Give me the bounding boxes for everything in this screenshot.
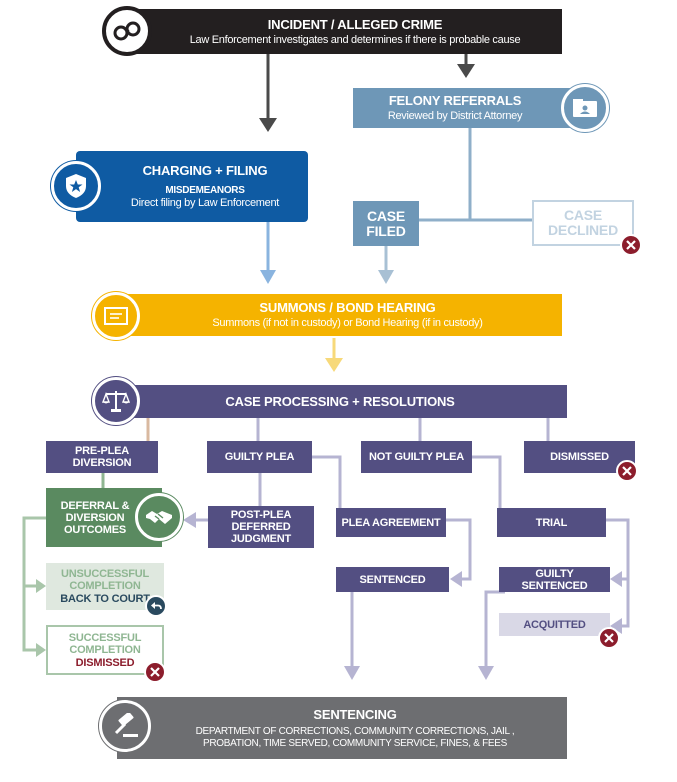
id-folder-icon xyxy=(561,84,609,132)
case-filed-box: CASE FILED xyxy=(353,201,419,246)
summons-title: SUMMONS / BOND HEARING xyxy=(259,300,436,315)
dismissed-label: DISMISSED xyxy=(550,451,609,463)
plea-agreement-box: PLEA AGREEMENT xyxy=(336,508,446,537)
case-declined-line1: CASE xyxy=(563,207,603,223)
sentenced-box: SENTENCED xyxy=(336,567,449,592)
line-deferral-to-unsuccessful xyxy=(22,516,46,652)
not-guilty-plea-box: NOT GUILTY PLEA xyxy=(361,441,472,473)
incident-title: INCIDENT / ALLEGED CRIME xyxy=(267,16,443,32)
successful-line3: DISMISSED xyxy=(75,656,135,669)
arrowhead-incident-to-charging xyxy=(259,118,277,132)
arrowhead-incident-to-felony xyxy=(457,64,475,78)
summons-subtitle: Summons (if not in custody) or Bond Hear… xyxy=(212,317,483,329)
line-guiltysentenced-to-sentencing xyxy=(484,590,505,668)
arrowhead-trial-to-guiltysentenced xyxy=(610,571,622,587)
arrowhead-trial-to-acquitted xyxy=(610,618,622,634)
line-trial-right xyxy=(606,518,630,628)
unsuccessful-line3: BACK TO COURT xyxy=(60,593,150,605)
charging-title: CHARGING + FILING xyxy=(142,163,268,178)
incident-box: INCIDENT / ALLEGED CRIME Law Enforcement… xyxy=(128,9,562,54)
deferral-line1: DEFERRAL & xyxy=(60,499,130,512)
handcuffs-icon xyxy=(102,6,152,56)
line-guilty-to-pleaagreement xyxy=(312,455,342,508)
declined-x-icon xyxy=(620,234,642,256)
dismissed-box: DISMISSED xyxy=(524,441,635,473)
post-plea-deferred-box: POST-PLEA DEFERRED JUDGMENT xyxy=(208,506,314,548)
back-to-court-icon xyxy=(145,595,167,617)
summons-document-icon xyxy=(92,292,140,340)
case-processing-box: CASE PROCESSING + RESOLUTIONS xyxy=(113,385,567,418)
plea-agreement-label: PLEA AGREEMENT xyxy=(341,516,441,529)
sentencing-line1: DEPARTMENT OF CORRECTIONS, COMMUNITY COR… xyxy=(195,725,515,737)
arrowhead-to-successful xyxy=(36,643,46,657)
unsuccessful-line2: COMPLETION xyxy=(69,580,141,592)
post-plea-line2: DEFERRED xyxy=(231,521,291,533)
pre-plea-line2: DIVERSION xyxy=(72,457,132,469)
arrowhead-guiltysentenced-to-sentencing xyxy=(478,666,494,680)
charging-line2: Direct filing by Law Enforcement xyxy=(130,197,280,209)
unsuccessful-completion-box: UNSUCCESSFUL COMPLETION BACK TO COURT xyxy=(46,563,164,610)
charging-line1: MISDEMEANORS xyxy=(165,185,245,196)
pre-plea-line1: PRE-PLEA xyxy=(74,445,130,457)
case-filed-line1: CASE xyxy=(366,207,406,224)
guilty-plea-box: GUILTY PLEA xyxy=(207,441,312,473)
successful-line2: COMPLETION xyxy=(69,643,141,656)
successful-line1: SUCCESSFUL xyxy=(68,631,142,644)
felony-referrals-box: FELONY REFERRALS Reviewed by District At… xyxy=(353,88,587,128)
unsuccessful-line1: UNSUCCESSFUL xyxy=(60,568,150,580)
scales-icon xyxy=(92,377,140,425)
line-plea-to-sentenced xyxy=(446,518,472,581)
arrowhead-charging-to-summons xyxy=(260,270,276,284)
post-plea-line1: POST-PLEA xyxy=(230,509,292,521)
pre-plea-diversion-box: PRE-PLEA DIVERSION xyxy=(46,441,158,473)
arrowhead-postplea-to-deferral xyxy=(183,512,196,528)
trial-box: TRIAL xyxy=(497,508,606,537)
acquitted-x-icon xyxy=(598,627,620,649)
arrowhead-filed-to-summons xyxy=(378,270,394,284)
acquitted-box: ACQUITTED xyxy=(499,613,610,636)
successful-x-icon xyxy=(144,661,166,683)
felony-subtitle: Reviewed by District Attorney xyxy=(387,110,523,122)
badge-star-icon xyxy=(51,161,101,211)
sentenced-label: SENTENCED xyxy=(359,573,426,586)
arrowhead-to-unsuccessful xyxy=(36,579,46,593)
acquitted-label: ACQUITTED xyxy=(523,618,586,631)
line-notguilty-to-trial xyxy=(472,455,502,508)
deferral-line3: OUTCOMES xyxy=(64,523,126,536)
sentencing-line2: PROBATION, TIME SERVED, COMMUNITY SERVIC… xyxy=(202,737,507,749)
not-guilty-plea-label: NOT GUILTY PLEA xyxy=(369,451,464,463)
guilty-plea-label: GUILTY PLEA xyxy=(224,451,295,463)
arrowhead-plea-to-sentenced xyxy=(450,571,462,587)
arrowhead-summons-to-processing xyxy=(325,358,343,372)
case-declined-box: CASE DECLINED xyxy=(532,200,634,246)
gavel-icon xyxy=(99,700,151,752)
summons-bond-box: SUMMONS / BOND HEARING Summons (if not i… xyxy=(113,294,562,336)
post-plea-line3: JUDGMENT xyxy=(230,533,292,545)
deferral-line2: DIVERSION xyxy=(65,511,125,524)
trial-label: TRIAL xyxy=(535,516,568,529)
successful-completion-box: SUCCESSFUL COMPLETION DISMISSED xyxy=(46,625,164,675)
dismissed-x-icon xyxy=(616,460,638,482)
felony-title: FELONY REFERRALS xyxy=(388,93,522,108)
guilty-sentenced-label: GUILTY SENTENCED xyxy=(521,567,588,592)
case-declined-line2: DECLINED xyxy=(548,222,618,238)
charging-filing-box: CHARGING + FILING MISDEMEANORS Direct fi… xyxy=(76,151,308,222)
handshake-icon xyxy=(135,493,183,541)
arrowhead-sentenced-to-sentencing xyxy=(344,666,360,680)
sentencing-box: SENTENCING DEPARTMENT OF CORRECTIONS, CO… xyxy=(117,697,567,759)
processing-title: CASE PROCESSING + RESOLUTIONS xyxy=(225,394,455,409)
sentencing-title: SENTENCING xyxy=(313,706,397,722)
case-filed-line2: FILED xyxy=(366,222,406,239)
guilty-sentenced-box: GUILTY SENTENCED xyxy=(499,567,610,592)
incident-subtitle: Law Enforcement investigates and determi… xyxy=(189,33,521,46)
